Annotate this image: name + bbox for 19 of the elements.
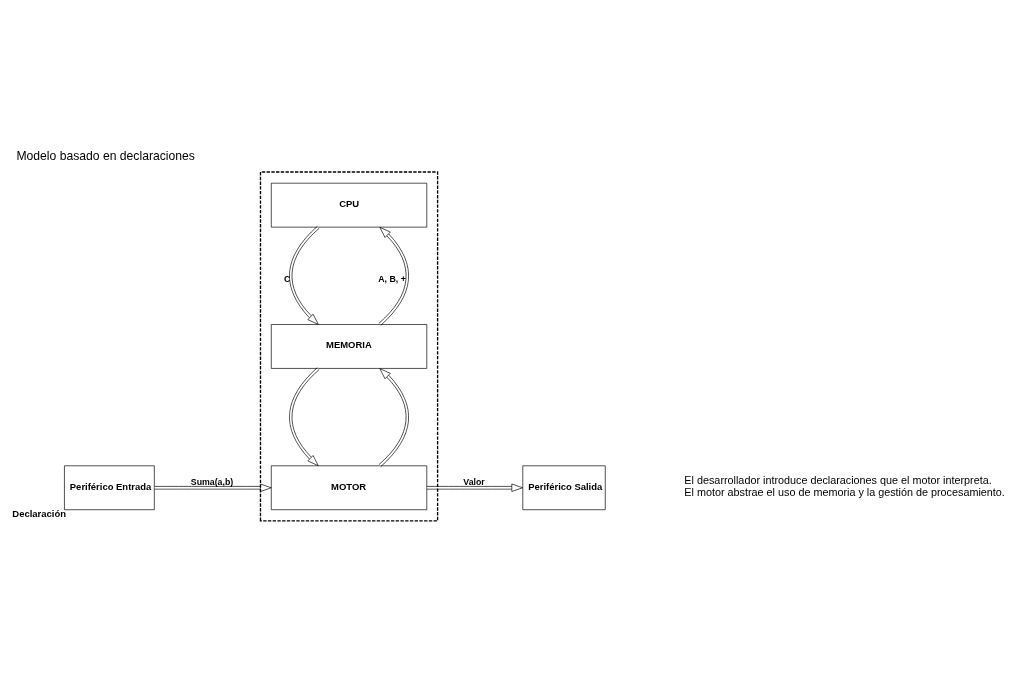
edge-label: Valor [462,476,485,487]
node-box: MEMORIA [270,323,427,369]
edge-label: Suma(a,b) [190,476,233,487]
diagram-title: Modelo basado en declaraciones [15,148,195,163]
node-box: Periférico Salida [521,464,606,510]
edge-label: A, B, + [377,273,406,284]
arrow [378,226,409,326]
node-label: Declaración [11,507,66,519]
arrow [288,225,319,325]
arrow [153,483,272,492]
node-box: MOTOR [270,464,427,510]
node-box: CPU [270,182,427,227]
arrow [378,367,409,467]
arrow [288,366,319,466]
label: El desarrollador introduce declaraciones que el motor interpreta. [683,473,992,486]
arrow [426,483,523,492]
label: El motor abstrae el uso de memoria y la gestión de procesamiento. [683,485,1005,498]
node-box: Periférico Entrada [63,464,155,510]
edge-label: C [283,273,290,284]
